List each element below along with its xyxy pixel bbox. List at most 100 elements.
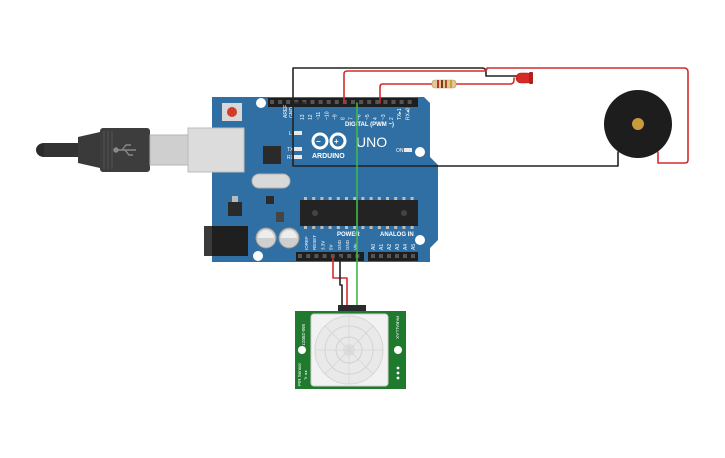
buzzer-center bbox=[632, 118, 644, 130]
mounting-hole bbox=[415, 235, 425, 245]
header-hole bbox=[339, 254, 343, 258]
wire-resistor-led bbox=[455, 77, 515, 85]
usb-grip-lines bbox=[103, 131, 113, 169]
power-header-label: POWER bbox=[337, 232, 360, 238]
atmega-chip bbox=[300, 200, 418, 226]
chip-pin bbox=[410, 226, 414, 229]
header-hole bbox=[270, 100, 274, 104]
voltage-regulator bbox=[228, 202, 242, 216]
resistor bbox=[431, 79, 457, 89]
header-hole bbox=[407, 100, 412, 104]
chip-pin bbox=[320, 226, 324, 229]
digital-pin-label: 12 bbox=[308, 114, 314, 120]
usb-cable-cord bbox=[44, 143, 80, 157]
header-hole bbox=[379, 254, 383, 258]
analog-pin-label: A0 bbox=[371, 244, 377, 250]
header-hole bbox=[310, 100, 315, 104]
power-pin-label: RESET bbox=[312, 235, 317, 250]
brand-label: ARDUINO bbox=[312, 153, 345, 160]
pir-part-number: 555-28027 bbox=[301, 324, 306, 346]
pir-sensor: PIR Sensor Tr ◂ ▸ 555-28027 PARALLAX bbox=[295, 305, 406, 389]
red-led bbox=[515, 72, 533, 84]
svg-text:+: + bbox=[334, 137, 339, 146]
header-hole bbox=[347, 254, 352, 258]
header-hole bbox=[314, 254, 319, 258]
digital-pin-label: TX▸1 bbox=[397, 108, 403, 120]
pir-brand: PARALLAX bbox=[395, 316, 400, 339]
chip-pin bbox=[304, 197, 307, 200]
analog-pin-label: A3 bbox=[395, 244, 401, 250]
header-hole bbox=[286, 100, 291, 104]
chip-pin bbox=[361, 226, 365, 229]
digital-header-label: DIGITAL (PWM ~) bbox=[345, 122, 394, 128]
digital-pin-label: 4 bbox=[373, 117, 379, 120]
chip-pin bbox=[345, 197, 348, 200]
header-hole bbox=[294, 100, 299, 104]
led-rx-label: RX bbox=[287, 155, 295, 161]
header-hole bbox=[278, 100, 283, 104]
header-hole bbox=[322, 254, 327, 258]
digital-pin-label: ~3 bbox=[381, 114, 387, 120]
chip-pin bbox=[353, 197, 357, 200]
pir-mount-hole bbox=[298, 346, 306, 354]
header-hole bbox=[367, 100, 372, 104]
analog-pin-label: A4 bbox=[403, 244, 409, 250]
digital-pin-label: ~11 bbox=[316, 112, 322, 120]
chip-pin bbox=[369, 226, 373, 229]
chip-pin bbox=[410, 197, 414, 200]
power-pin-label: GND bbox=[337, 239, 342, 250]
small-component bbox=[276, 212, 284, 222]
digital-pin-label: 2 bbox=[389, 117, 395, 120]
chip-pin bbox=[353, 226, 357, 229]
chip-pins bbox=[304, 226, 414, 229]
chip-pin bbox=[386, 197, 389, 200]
chip-pin bbox=[402, 226, 406, 229]
led-on bbox=[404, 148, 412, 152]
pir-mount-hole bbox=[394, 346, 402, 354]
analog-header-strip bbox=[368, 252, 418, 261]
wire-buzzer-signal bbox=[343, 67, 689, 164]
chip-pin bbox=[312, 197, 316, 200]
mounting-hole bbox=[415, 147, 425, 157]
header-hole bbox=[403, 254, 407, 258]
header-hole bbox=[342, 100, 347, 104]
piezo-buzzer bbox=[604, 90, 672, 158]
usb-b-jack bbox=[187, 127, 245, 173]
header-hole bbox=[383, 100, 388, 104]
header-hole bbox=[399, 100, 404, 104]
svg-text:−: − bbox=[316, 137, 321, 146]
led-rx bbox=[294, 155, 302, 159]
usb-strain-relief bbox=[78, 132, 100, 168]
header-hole bbox=[391, 100, 396, 104]
header-hole bbox=[411, 254, 415, 258]
led-tx-label: TX bbox=[287, 147, 294, 153]
digital-pin-label: ~10 bbox=[324, 111, 330, 120]
header-hole bbox=[351, 100, 355, 104]
chip-pin bbox=[394, 226, 398, 229]
led-l bbox=[294, 131, 302, 135]
power-pin-label: 5V bbox=[329, 244, 334, 250]
digital-pin-label: 7 bbox=[349, 117, 355, 120]
header-hole bbox=[395, 254, 399, 258]
header-hole bbox=[330, 254, 335, 258]
header-hole bbox=[371, 254, 375, 258]
chip-pin bbox=[336, 197, 340, 200]
mounting-hole bbox=[256, 98, 266, 108]
header-hole bbox=[318, 100, 323, 104]
analog-pin-label: A1 bbox=[379, 244, 385, 250]
chip-pin bbox=[304, 226, 307, 229]
usb-symbol-icon bbox=[113, 144, 136, 156]
header-hole bbox=[306, 254, 311, 258]
led-l-label: L bbox=[289, 131, 292, 137]
gnd-label: GND bbox=[289, 107, 295, 119]
chip-pin bbox=[369, 197, 373, 200]
chip-pins bbox=[304, 197, 414, 200]
chip-pin bbox=[312, 226, 316, 229]
digital-pin-label: ~5 bbox=[365, 114, 371, 120]
led-tx bbox=[294, 147, 302, 151]
wire-led-ground bbox=[292, 67, 519, 104]
regulator-tab bbox=[232, 196, 238, 202]
small-chip bbox=[266, 196, 274, 204]
